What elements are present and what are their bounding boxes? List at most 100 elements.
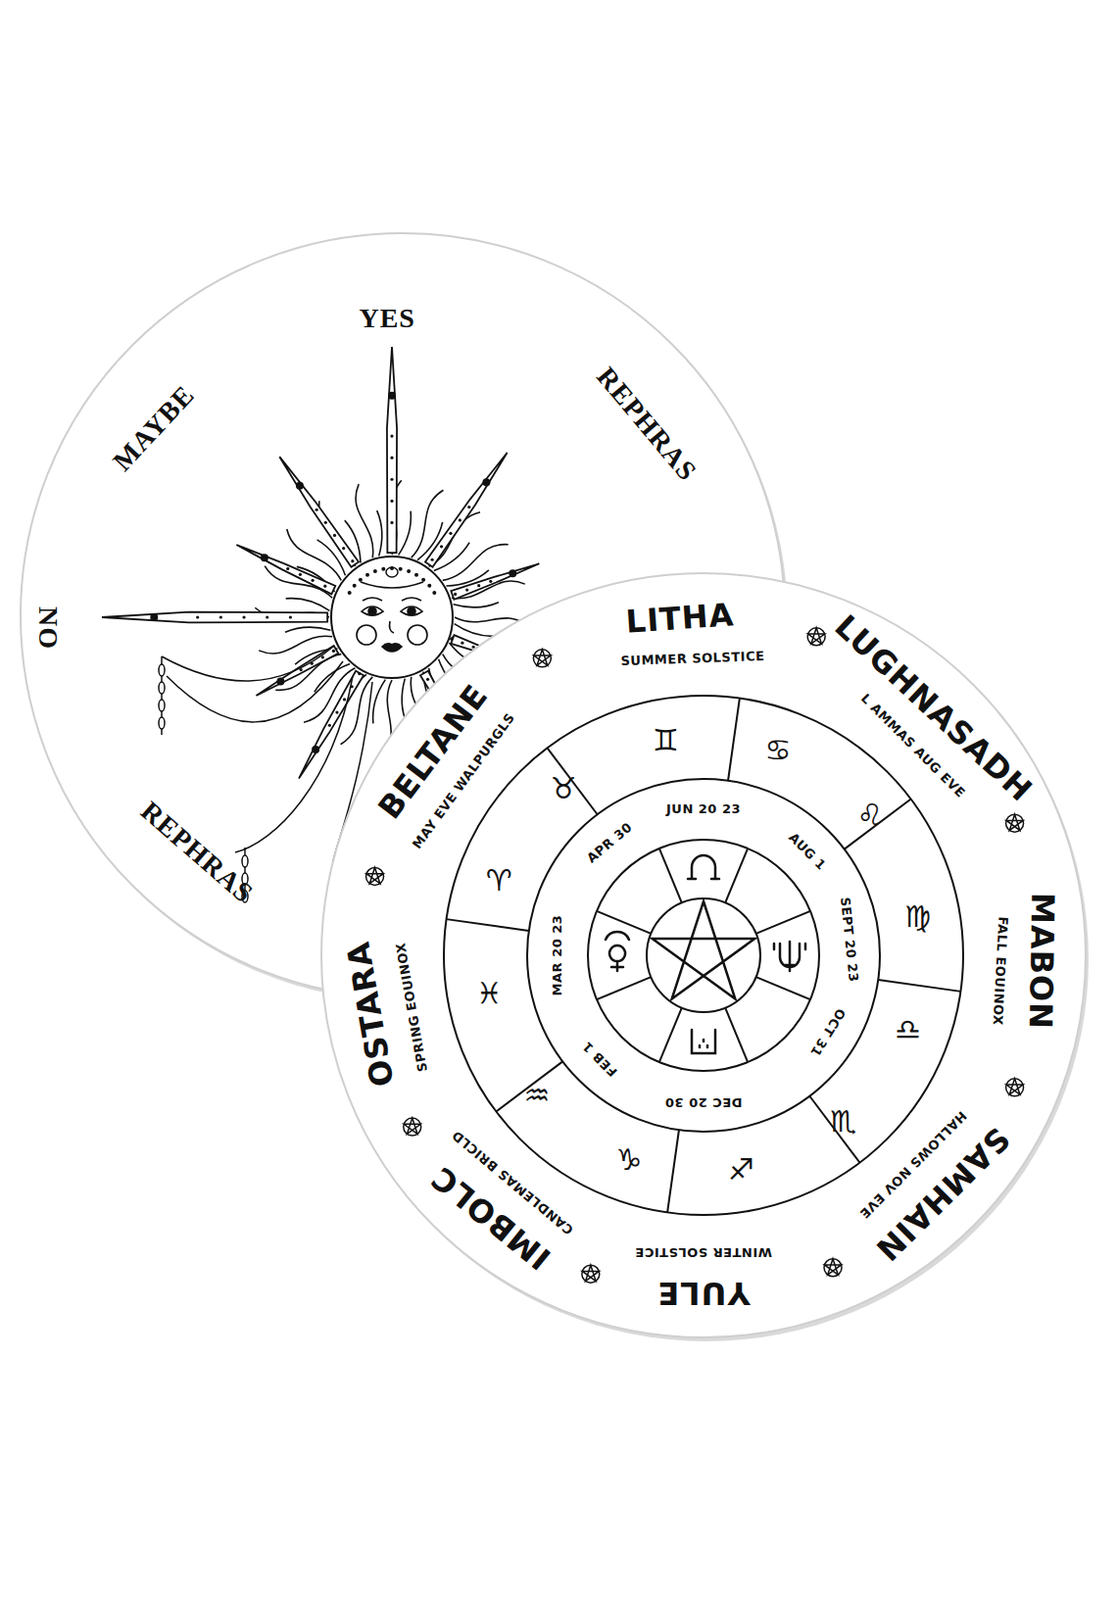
star-symbol bbox=[824, 1259, 842, 1277]
spike-bead bbox=[276, 678, 285, 686]
cheek bbox=[356, 625, 377, 645]
chain-bead bbox=[158, 681, 165, 694]
star-symbol bbox=[533, 649, 551, 668]
star-ring bbox=[1006, 814, 1024, 832]
flame-ray bbox=[314, 664, 350, 693]
star-pentagram bbox=[534, 649, 551, 666]
star-symbol bbox=[403, 1117, 422, 1136]
sun-face bbox=[331, 556, 453, 679]
spike-dot bbox=[265, 615, 269, 619]
flame-ray bbox=[285, 627, 331, 632]
star-symbol bbox=[807, 628, 826, 646]
spike-dot bbox=[453, 592, 457, 596]
wheel-spoke bbox=[725, 1008, 748, 1063]
star-ring bbox=[533, 649, 551, 668]
wheel-spoke bbox=[596, 976, 651, 1000]
center-pentagram bbox=[652, 901, 756, 999]
spike-bead bbox=[388, 391, 396, 400]
brow bbox=[362, 597, 383, 601]
spike-dot bbox=[431, 558, 435, 562]
star-ring bbox=[1006, 1078, 1024, 1097]
flame-ray bbox=[355, 484, 374, 558]
spike-dot bbox=[477, 583, 481, 587]
chain-bead bbox=[242, 855, 248, 868]
ring-divider bbox=[844, 799, 912, 850]
ring-line bbox=[646, 898, 761, 1013]
flame-ray bbox=[286, 598, 331, 612]
ring-divider bbox=[446, 919, 530, 931]
circle-symbol bbox=[605, 931, 630, 972]
spike-dot bbox=[389, 478, 393, 482]
sun-spike bbox=[236, 544, 336, 594]
star-pentagram bbox=[808, 628, 826, 644]
star-symbol bbox=[1006, 1078, 1024, 1097]
wheel-of-year-board: LITHASUMMER SOLSTICELUGHNASADHL AMMAS AU… bbox=[319, 571, 1088, 1340]
spike-dot bbox=[286, 567, 290, 571]
inner-symbols bbox=[605, 855, 806, 1054]
chain-bead bbox=[158, 717, 165, 729]
spike-dot bbox=[488, 580, 492, 583]
flame-ray bbox=[398, 511, 412, 556]
answer-label: NO bbox=[34, 606, 62, 650]
crown-dot bbox=[432, 590, 437, 595]
spike-bead bbox=[149, 613, 158, 622]
crown-dot bbox=[358, 578, 363, 583]
star-ring bbox=[807, 628, 826, 646]
eye bbox=[361, 606, 384, 616]
spike-dot bbox=[448, 532, 452, 535]
crown-dot bbox=[414, 573, 419, 578]
wheel-spoke bbox=[659, 1008, 682, 1063]
spike-dot bbox=[465, 587, 469, 591]
spike-dot bbox=[342, 697, 346, 701]
star-pentagram bbox=[582, 1264, 599, 1281]
ring-divider bbox=[809, 1096, 860, 1164]
sun-spike bbox=[387, 346, 397, 553]
sun-crown bbox=[347, 566, 438, 595]
spike-dot bbox=[311, 579, 315, 583]
flame-ray bbox=[377, 510, 383, 556]
answer-label: YES bbox=[358, 304, 415, 333]
star-symbol bbox=[582, 1264, 600, 1283]
wheel-spoke bbox=[659, 848, 682, 903]
ring-divider bbox=[667, 1129, 680, 1213]
face-features bbox=[356, 597, 428, 652]
ring-divider bbox=[877, 979, 961, 992]
spike-dot bbox=[350, 559, 354, 563]
crown-dot bbox=[352, 583, 357, 588]
cheek bbox=[407, 625, 428, 645]
flame-ray bbox=[258, 635, 333, 654]
flame-ray bbox=[453, 602, 499, 608]
flame-ray bbox=[373, 679, 387, 725]
wheel-spoke bbox=[756, 976, 811, 1000]
ring-divider bbox=[495, 1061, 563, 1112]
star-pentagram bbox=[1006, 1078, 1023, 1095]
spike-dot bbox=[467, 505, 471, 509]
sun-spike bbox=[101, 612, 328, 624]
spike-dot bbox=[332, 649, 336, 653]
ring-divider bbox=[728, 698, 740, 781]
crown-dot bbox=[398, 567, 403, 572]
spike-dot bbox=[357, 672, 361, 676]
eye bbox=[400, 606, 423, 616]
crown-dot bbox=[365, 573, 370, 578]
chain-bead bbox=[158, 699, 165, 712]
crown-dot bbox=[427, 583, 432, 588]
spike-dot bbox=[341, 546, 345, 550]
ring-divider bbox=[547, 747, 598, 815]
spike-bead bbox=[311, 745, 320, 754]
crown-dot bbox=[381, 567, 386, 572]
star-pentagram bbox=[1006, 814, 1023, 830]
crown-dot bbox=[421, 578, 426, 583]
spike-bead bbox=[508, 569, 517, 578]
flame-ray bbox=[454, 624, 499, 637]
flame-ray bbox=[275, 654, 341, 691]
sun-spike bbox=[279, 456, 359, 568]
wheel-label: JUN 20 23 bbox=[666, 802, 741, 816]
wheel-spoke bbox=[756, 911, 811, 934]
star-symbol bbox=[366, 867, 385, 885]
spike-dot bbox=[426, 678, 430, 681]
wheel-spoke bbox=[725, 848, 748, 903]
spike-dot bbox=[219, 615, 223, 619]
ring-line bbox=[527, 778, 880, 1132]
spike-dot bbox=[389, 434, 393, 438]
